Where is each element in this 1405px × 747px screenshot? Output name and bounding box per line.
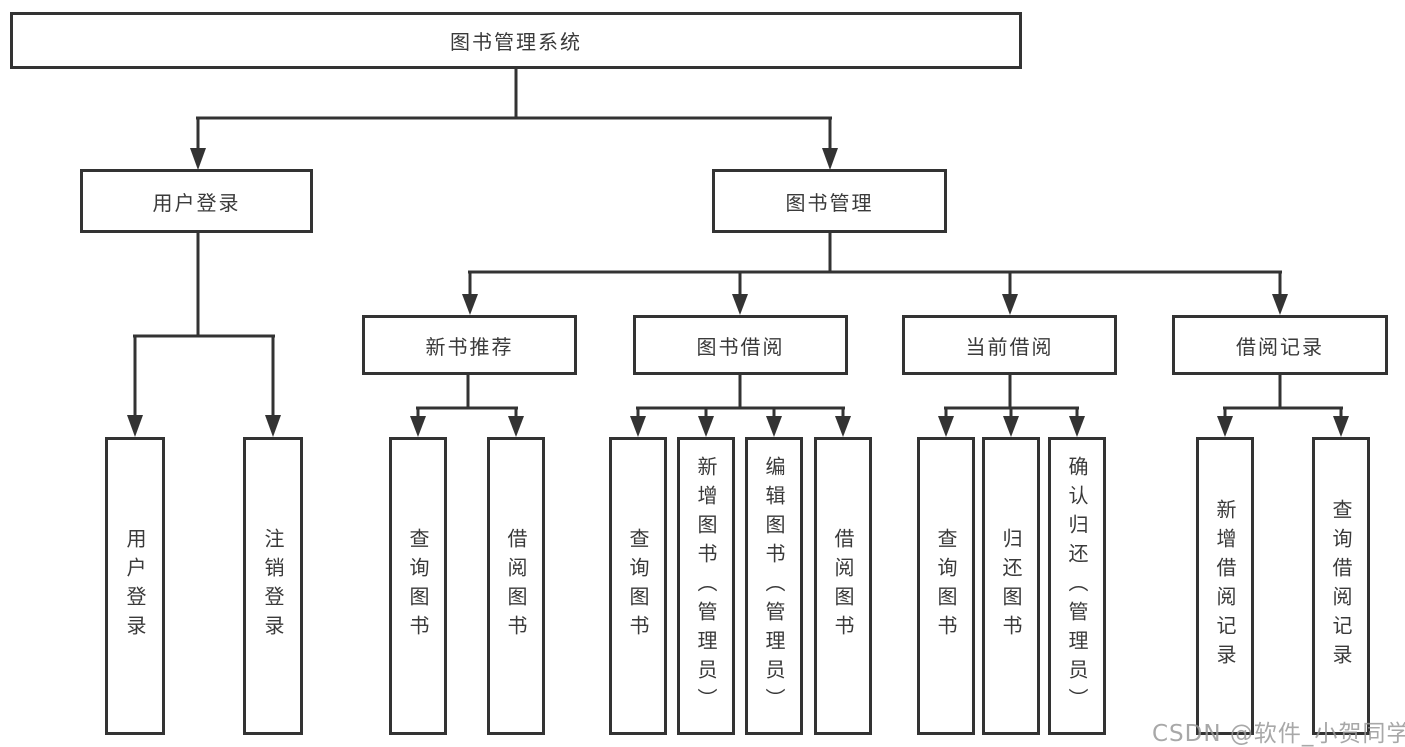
- leaf-query-books-borrowing: 查询图书: [609, 437, 667, 735]
- leaf-user-login: 用户登录: [105, 437, 165, 735]
- connector-new-book-recommend-branch: [410, 375, 524, 437]
- node-book-borrowing: 图书借阅: [633, 315, 848, 375]
- leaf-query-borrow-record: 查询借阅记录: [1312, 437, 1370, 735]
- leaf-borrow-books-recommend: 借阅图书: [487, 437, 545, 735]
- connector-root-to-level2: [190, 68, 838, 170]
- leaf-return-books: 归还图书: [982, 437, 1040, 735]
- connector-borrowing-records-branch: [1217, 375, 1349, 437]
- leaf-query-books-current: 查询图书: [917, 437, 975, 735]
- node-user-login: 用户登录: [80, 169, 313, 233]
- connector-user-login-branch: [127, 233, 281, 437]
- leaf-add-borrow-record: 新增借阅记录: [1196, 437, 1254, 735]
- leaf-add-book-admin: 新增图书（管理员）: [677, 437, 735, 735]
- connector-book-borrowing-branch: [630, 375, 851, 437]
- node-new-book-recommend: 新书推荐: [362, 315, 577, 375]
- node-library-management-system: 图书管理系统: [10, 12, 1022, 69]
- node-borrowing-records: 借阅记录: [1172, 315, 1388, 375]
- leaf-logout: 注销登录: [243, 437, 303, 735]
- leaf-confirm-return-admin: 确认归还（管理员）: [1048, 437, 1106, 735]
- leaf-borrow-books-borrowing: 借阅图书: [814, 437, 872, 735]
- csdn-watermark: CSDN @软件_小贺同学: [1152, 721, 1405, 747]
- connector-book-management-branch: [462, 233, 1288, 315]
- connector-current-borrowing-branch: [938, 375, 1085, 437]
- leaf-query-books-recommend: 查询图书: [389, 437, 447, 735]
- leaf-edit-book-admin: 编辑图书（管理员）: [745, 437, 803, 735]
- node-book-management: 图书管理: [712, 169, 947, 233]
- node-current-borrowing: 当前借阅: [902, 315, 1117, 375]
